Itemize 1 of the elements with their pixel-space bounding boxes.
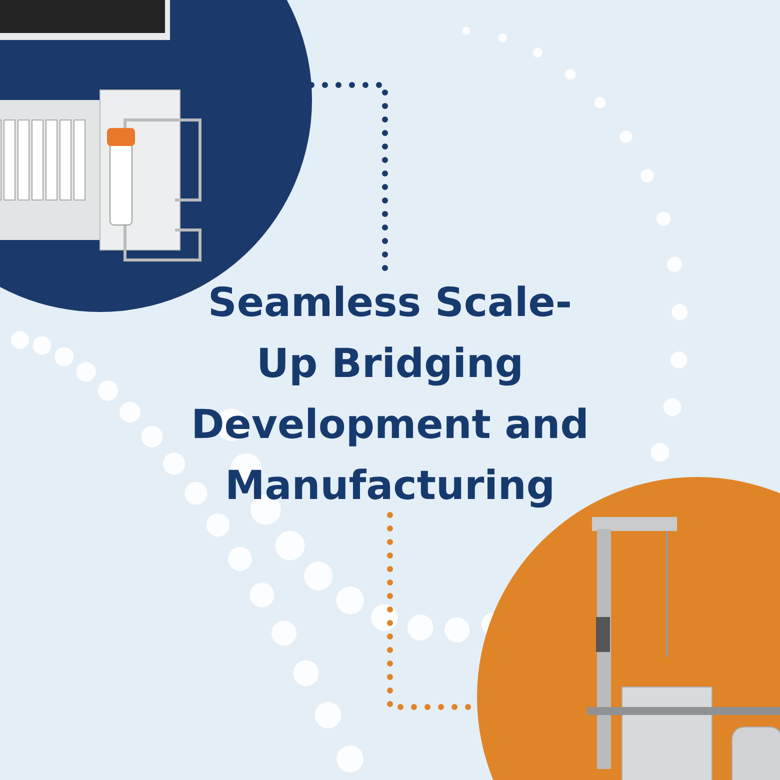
headline: Seamless Scale-Up Bridging Development and Manufacturing bbox=[190, 279, 590, 511]
